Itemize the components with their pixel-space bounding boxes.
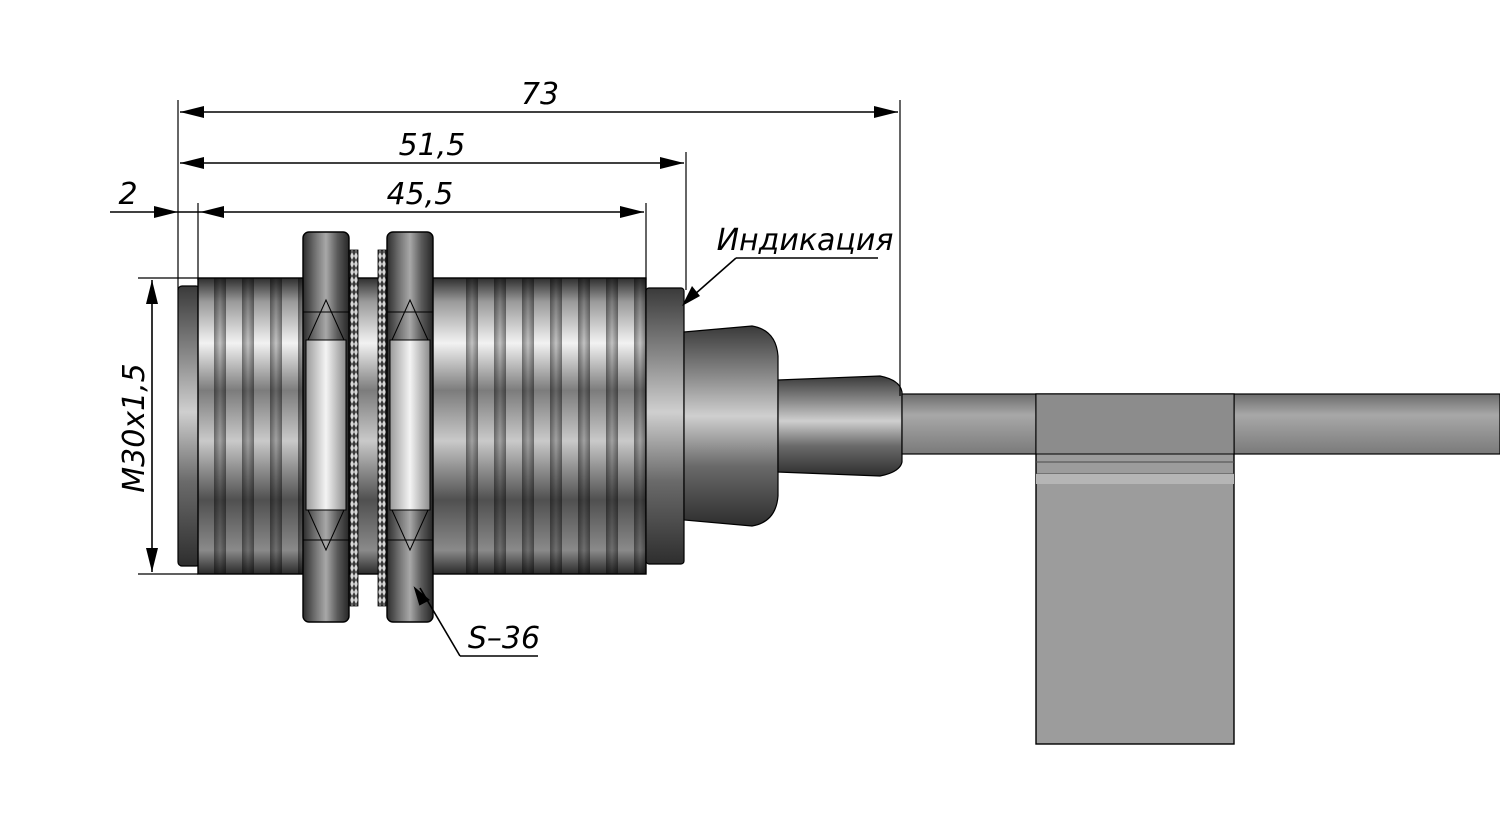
wrench-callout: S–36 [413, 586, 540, 657]
thread-groove [578, 278, 590, 574]
dim-73-label: 73 [521, 77, 559, 112]
dim-45-5-label: 45,5 [387, 177, 454, 212]
dimension-thread: M30x1,5 [117, 280, 158, 572]
dim-51-5-label: 51,5 [399, 128, 466, 163]
indicator-label: Индикация [717, 223, 894, 258]
cable-bracket [1035, 393, 1235, 745]
wrench-size-label: S–36 [468, 621, 540, 656]
thread-groove [270, 278, 282, 574]
lock-washer-left [349, 249, 359, 607]
mounting-nuts [302, 231, 434, 623]
thread-groove [466, 278, 478, 574]
nut-left [302, 231, 350, 623]
rear-collar [645, 287, 685, 565]
dimension-51-5: 51,5 [180, 128, 684, 169]
nut-right [386, 231, 434, 623]
indicator-callout: Индикация [682, 223, 893, 306]
cable-gland [777, 375, 903, 477]
thread-groove [522, 278, 534, 574]
thread-groove [606, 278, 618, 574]
dimension-73: 73 [180, 77, 898, 118]
dimension-45-5: 45,5 2 [110, 177, 644, 218]
front-cap [177, 285, 201, 567]
thread-size-label: M30x1,5 [117, 363, 152, 493]
dimension-lines: 73 51,5 45,5 2 M30x1,5 [110, 77, 901, 575]
dim-2-label: 2 [118, 177, 137, 212]
thread-groove [242, 278, 254, 574]
thread-groove [494, 278, 506, 574]
rear-cap [683, 325, 779, 527]
lock-washer-right [377, 249, 387, 607]
thread-groove [634, 278, 646, 574]
thread-groove [550, 278, 562, 574]
sensor-body [177, 277, 903, 575]
thread-groove [214, 278, 226, 574]
